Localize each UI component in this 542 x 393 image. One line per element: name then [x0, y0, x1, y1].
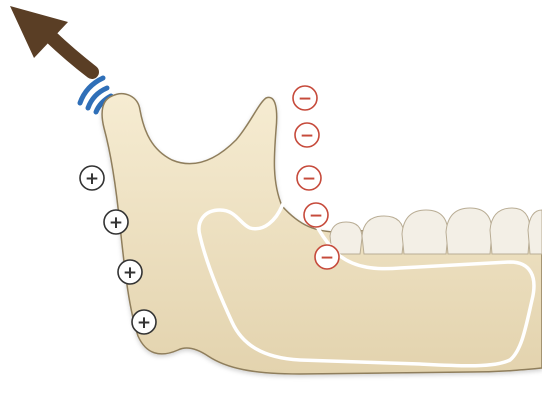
tooth [528, 210, 542, 254]
negative-sign-icon-symbol: − [298, 89, 312, 109]
positive-sign-icon: + [104, 210, 128, 234]
negative-sign-icon-symbol: − [309, 206, 323, 226]
tooth [402, 210, 448, 254]
positive-sign-icon: + [118, 260, 142, 284]
positive-sign-icon-symbol: + [137, 313, 151, 333]
movement-arrow [10, 6, 92, 72]
negative-sign-icon-symbol: − [302, 169, 316, 189]
tooth [446, 208, 492, 254]
negative-sign-icon: − [293, 86, 317, 110]
positive-sign-icon-symbol: + [109, 213, 123, 233]
positive-sign-icon-symbol: + [123, 263, 137, 283]
positive-sign-icon: + [80, 166, 104, 190]
negative-sign-icon: − [295, 123, 319, 147]
negative-sign-icon: − [304, 203, 328, 227]
arrow-shaft [50, 36, 92, 72]
tooth [362, 216, 404, 254]
tooth [490, 208, 530, 254]
negative-sign-icon-symbol: − [300, 126, 314, 146]
negative-sign-icon-symbol: − [320, 248, 334, 268]
negative-sign-icon: − [297, 166, 321, 190]
positive-sign-icon: + [132, 310, 156, 334]
negative-sign-icon: − [315, 245, 339, 269]
positive-sign-icon-symbol: + [85, 169, 99, 189]
